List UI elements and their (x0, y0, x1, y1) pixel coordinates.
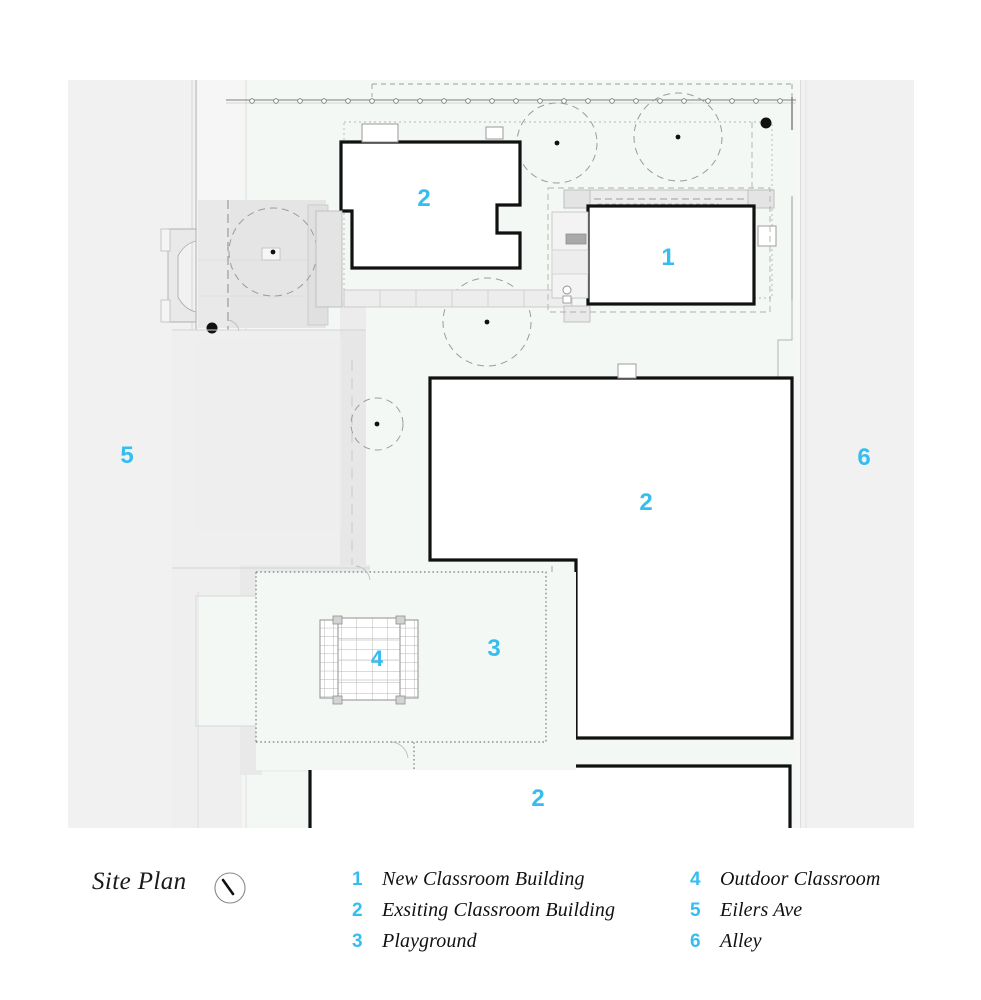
fence-posts (249, 98, 783, 104)
north-arrow-icon (214, 872, 246, 904)
alley-strip (800, 80, 914, 828)
bollard-west (206, 322, 218, 334)
building-1-service-zone (551, 211, 589, 304)
legend-number: 3 (352, 931, 363, 952)
courtyard-shade (196, 340, 342, 530)
bollard-north-east (760, 117, 772, 129)
tree-trunks (270, 134, 681, 427)
tree-canopies (228, 92, 723, 451)
new-classroom-building (586, 204, 756, 306)
legend-label: Eilers Ave (720, 899, 803, 921)
legend-item: 1 New Classroom Building (352, 868, 615, 899)
title-block: Site Plan 1 New Classroom Building 2 Exs… (0, 846, 981, 1000)
roof-unit-small (485, 126, 504, 140)
tree-canopy-5 (350, 397, 404, 451)
legend-label: Exsiting Classroom Building (382, 899, 616, 921)
existing-classroom-building-north (339, 140, 522, 270)
legend-label: Playground (382, 930, 477, 952)
covered-walkway (343, 289, 573, 308)
legend-label: Alley (720, 930, 762, 952)
gate-swing-south (391, 741, 409, 759)
plan-contents (68, 80, 914, 828)
legend-number: 2 (352, 900, 363, 921)
site-plan-svg (68, 80, 914, 828)
tree-canopy-4 (633, 92, 723, 182)
north-yard-enclosure (343, 121, 773, 299)
legend-item: 2 Exsiting Classroom Building (352, 899, 615, 930)
legend-column-right: 4 Outdoor Classroom 5 Eilers Ave 6 Alley (690, 868, 880, 961)
breezeway-wall (315, 210, 343, 308)
legend-item: 6 Alley (690, 930, 880, 961)
building-1-southwest-pad (563, 305, 591, 323)
gate-swing-north (355, 565, 371, 581)
alley-edge-band (796, 80, 800, 828)
building-2-roof-unit (617, 363, 637, 379)
driveway-apron (160, 228, 197, 323)
legend-item: 3 Playground (352, 930, 615, 961)
tree-canopy-2 (442, 277, 532, 367)
page-title: Site Plan (92, 868, 187, 895)
legend-item: 5 Eilers Ave (690, 899, 880, 930)
legend-column-left: 1 New Classroom Building 2 Exsiting Clas… (352, 868, 615, 961)
north-south-walk (340, 300, 366, 568)
legend-item: 4 Outdoor Classroom (690, 868, 880, 899)
legend-number: 5 (690, 900, 701, 921)
legend-label: New Classroom Building (382, 868, 585, 890)
north-setback-line (371, 83, 793, 97)
roof-unit-large (361, 123, 399, 143)
playground-fence (256, 571, 547, 770)
court-stoop (261, 247, 281, 261)
east-property-line-jog (777, 300, 793, 380)
legend-label: Outdoor Classroom (720, 868, 881, 890)
legend-number: 6 (690, 931, 701, 952)
building-1-east-unit (757, 225, 777, 247)
new-classroom-canopy (563, 189, 775, 213)
building-1-setback (547, 187, 771, 313)
existing-classroom-building-south (308, 764, 792, 828)
legend-number: 1 (352, 869, 363, 890)
outdoor-classroom (319, 615, 419, 705)
legend-number: 4 (690, 869, 701, 890)
